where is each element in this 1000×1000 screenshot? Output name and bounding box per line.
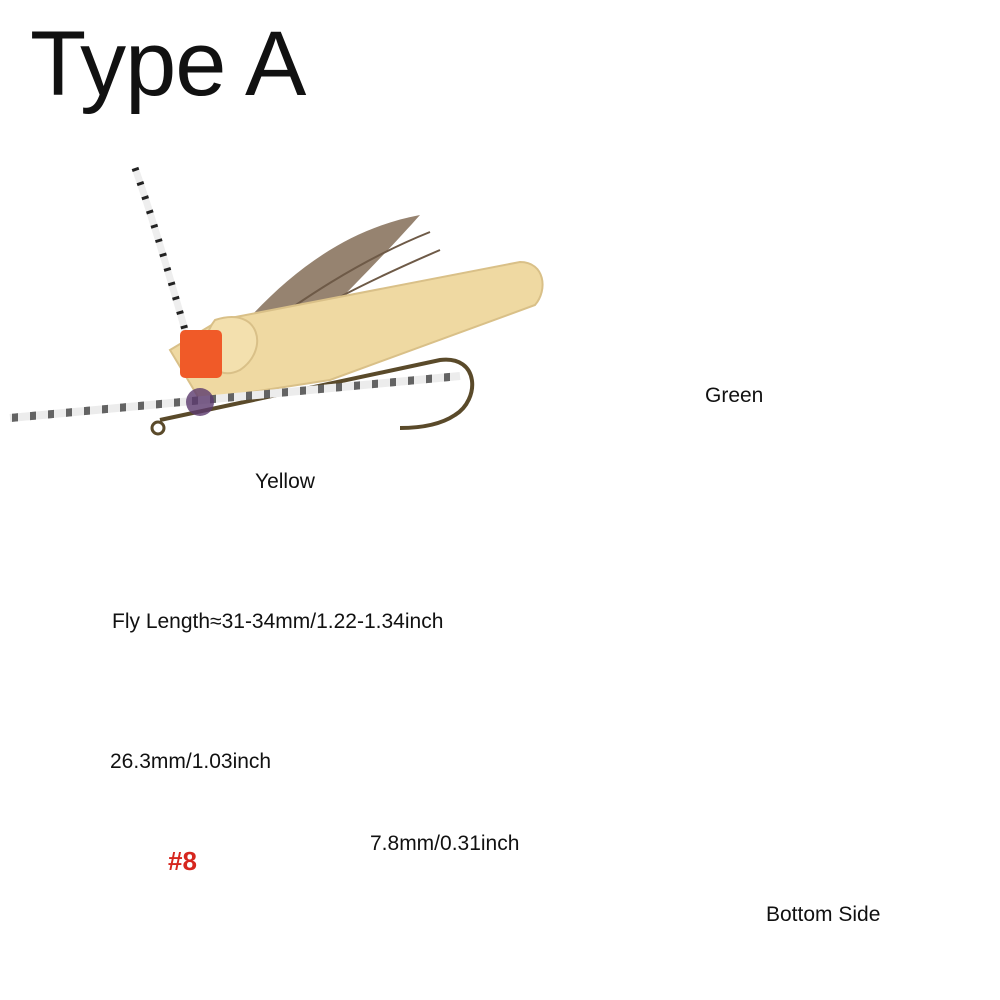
- bottom-side-caption: Bottom Side: [766, 903, 881, 926]
- yellow-fly-image: [9, 166, 544, 436]
- page-title: Type A: [30, 13, 306, 115]
- green-caption: Green: [705, 384, 764, 407]
- hook-size-label: #8: [168, 846, 197, 876]
- yellow-caption: Yellow: [255, 470, 315, 493]
- fly-length-label: Fly Length≈31-34mm/1.22-1.34inch: [112, 610, 444, 633]
- hook-gap-label: 7.8mm/0.31inch: [370, 832, 520, 855]
- hook-length-label: 26.3mm/1.03inch: [110, 750, 272, 773]
